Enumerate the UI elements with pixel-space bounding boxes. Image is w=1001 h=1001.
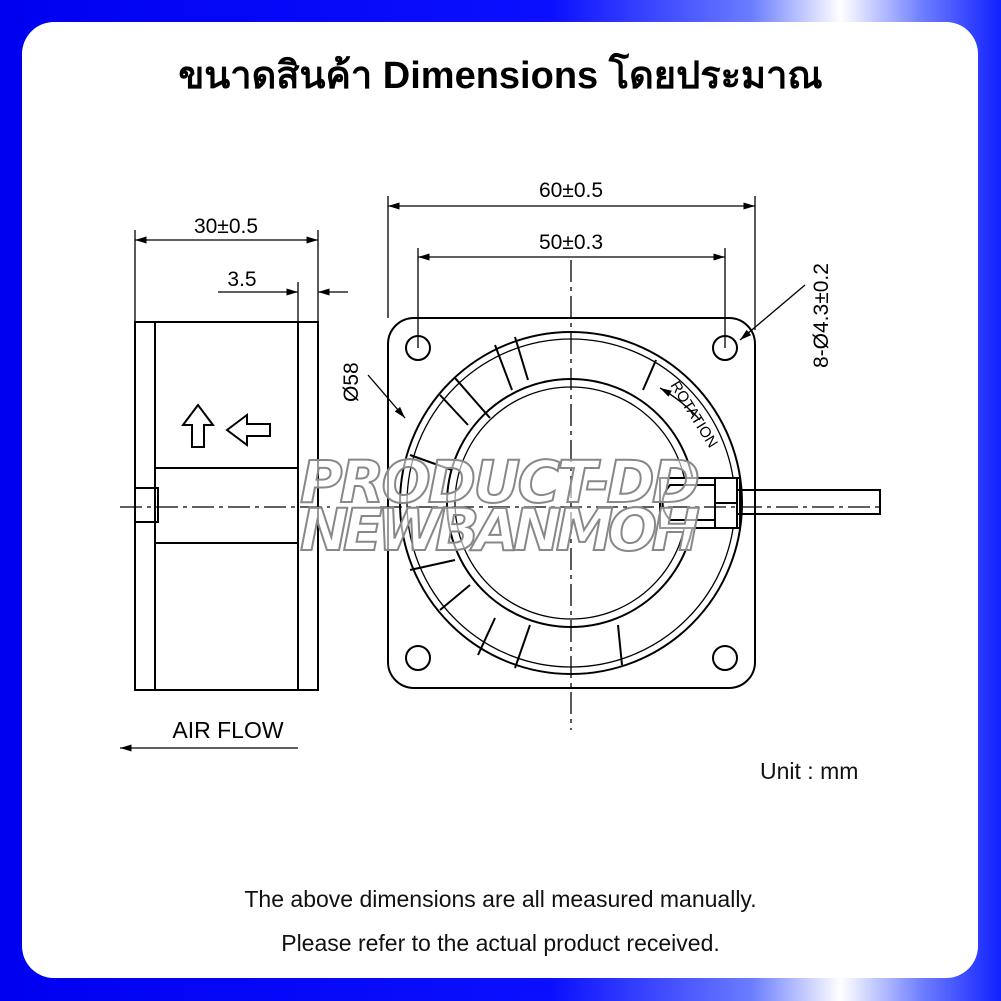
hole-spacing-label: 50±0.3 [539,231,603,254]
airflow-up-arrow-icon [181,403,215,448]
footer-note-1: The above dimensions are all measured ma… [244,886,757,912]
airflow-left-arrow-icon [225,413,271,447]
page-title: ขนาดสินค้า Dimensions โดยประมาณ [178,55,823,97]
unit-label: Unit : mm [760,758,859,784]
rotation-label: ROTATION [667,378,721,451]
overall-dimension-label: 60±0.5 [539,179,603,202]
content-panel [22,22,978,978]
watermark: PRODUCT-DD NEWBANMOH [299,447,701,565]
offset-dimension-label: 3.5 [227,268,256,291]
svg-text:PRODUCT-DD: PRODUCT-DD [300,448,700,516]
airflow-label: AIR FLOW [172,717,283,743]
side-nub [134,487,159,523]
mount-hole [712,645,738,671]
side-view [119,230,348,752]
footer-note-2: Please refer to the actual product recei… [281,930,720,956]
svg-text:NEWBANMOH: NEWBANMOH [300,496,700,564]
hole-diameter-label: 8-Ø4.3±0.2 [810,263,833,368]
width-dimension-label: 30±0.5 [194,215,258,238]
fan-diameter-label: Ø58 [340,362,363,402]
mount-hole [405,645,431,671]
